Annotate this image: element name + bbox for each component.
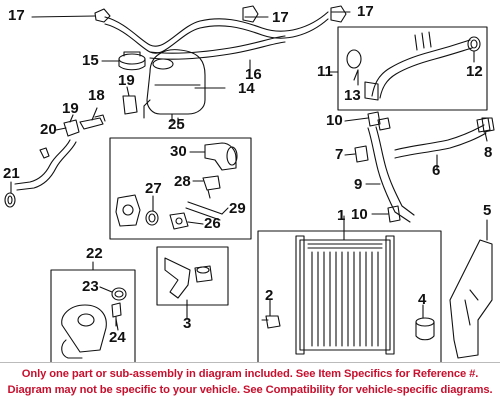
- callout-26: 26: [204, 215, 221, 232]
- callout-2: 2: [265, 287, 274, 304]
- bracket-part-3: [164, 257, 213, 299]
- callout-28: 28: [174, 173, 191, 190]
- callout-24: 24: [109, 329, 126, 346]
- callout-21: 21: [3, 165, 20, 182]
- callout-19: 19: [62, 100, 79, 117]
- callout-30: 30: [170, 143, 187, 160]
- reservoir-cap-part-15: [118, 51, 146, 71]
- callout-19: 19: [118, 72, 135, 89]
- clamp-part-21: [4, 192, 16, 208]
- callout-18: 18: [88, 87, 105, 104]
- coolant-reservoir-part-14: [143, 49, 206, 123]
- callout-20: 20: [40, 121, 57, 138]
- insulator-part-4: [415, 317, 435, 341]
- callout-17: 17: [357, 3, 374, 20]
- o-ring-part-23: [111, 287, 127, 301]
- clamp-part-10: [367, 111, 401, 223]
- callout-25: 25: [168, 116, 185, 133]
- gasket-part-27: [145, 210, 159, 226]
- callout-29: 29: [229, 200, 246, 217]
- water-outlet-part-22: [61, 304, 107, 359]
- callout-5: 5: [483, 202, 492, 219]
- callout-8: 8: [484, 144, 493, 161]
- outlet-pipe-part-11: [346, 31, 473, 99]
- sensor-part-28: [202, 175, 221, 199]
- clamp-part-7: [354, 145, 369, 163]
- overflow-hose-part-16: [104, 11, 329, 60]
- hose-part-20: [14, 139, 77, 191]
- lower-radiator-hose-part-9: [367, 117, 415, 223]
- o-ring-part-12: [467, 36, 481, 52]
- clamp-part-19: [63, 95, 138, 137]
- upper-radiator-hose-part-6: [394, 117, 495, 159]
- radiator-part-1: [295, 235, 395, 355]
- callout-23: 23: [82, 278, 99, 295]
- callout-3: 3: [183, 315, 192, 332]
- drain-plug-part-2: [261, 315, 281, 329]
- callout-22: 22: [86, 245, 103, 262]
- callout-10: 10: [326, 112, 343, 129]
- group-box-3: [156, 246, 229, 306]
- group-box-1: [257, 230, 442, 362]
- disclaimer-line-2: Diagram may not be specific to your vehi…: [7, 384, 493, 396]
- group-box-25: [109, 137, 252, 240]
- disclaimer-line-1: Only one part or sub-assembly in diagram…: [21, 368, 479, 380]
- disclaimer-footer: Only one part or sub-assembly in diagram…: [0, 362, 500, 401]
- callout-11: 11: [317, 63, 333, 80]
- callout-27: 27: [145, 180, 162, 197]
- air-baffle-part-5: [449, 239, 493, 359]
- hose-clamp-part-17: [94, 5, 347, 23]
- callout-17: 17: [8, 7, 25, 24]
- callout-leader-lines: [10, 11, 488, 331]
- thermostat-part-13: [364, 81, 379, 101]
- cooling-system-exploded-diagram: [4, 5, 495, 362]
- clamp-part-8: [476, 117, 491, 133]
- callout-9: 9: [354, 176, 363, 193]
- callout-17: 17: [272, 9, 289, 26]
- callout-7: 7: [335, 146, 344, 163]
- callout-6: 6: [432, 162, 441, 179]
- callout-1: 1: [337, 207, 346, 224]
- callout-15: 15: [82, 52, 99, 69]
- callout-4: 4: [418, 291, 427, 308]
- callout-10: 10: [351, 206, 368, 223]
- callout-16: 16: [245, 66, 262, 83]
- callout-13: 13: [344, 87, 361, 104]
- bracket-part-18: [79, 114, 106, 130]
- callout-14: 14: [238, 80, 255, 97]
- group-box-11: [337, 26, 488, 111]
- fitting-part-26: [169, 212, 189, 230]
- pipe-part-29: [185, 201, 223, 221]
- housing-part-27: [115, 194, 141, 227]
- water-outlet-part-30: [204, 142, 238, 171]
- callout-12: 12: [466, 63, 483, 80]
